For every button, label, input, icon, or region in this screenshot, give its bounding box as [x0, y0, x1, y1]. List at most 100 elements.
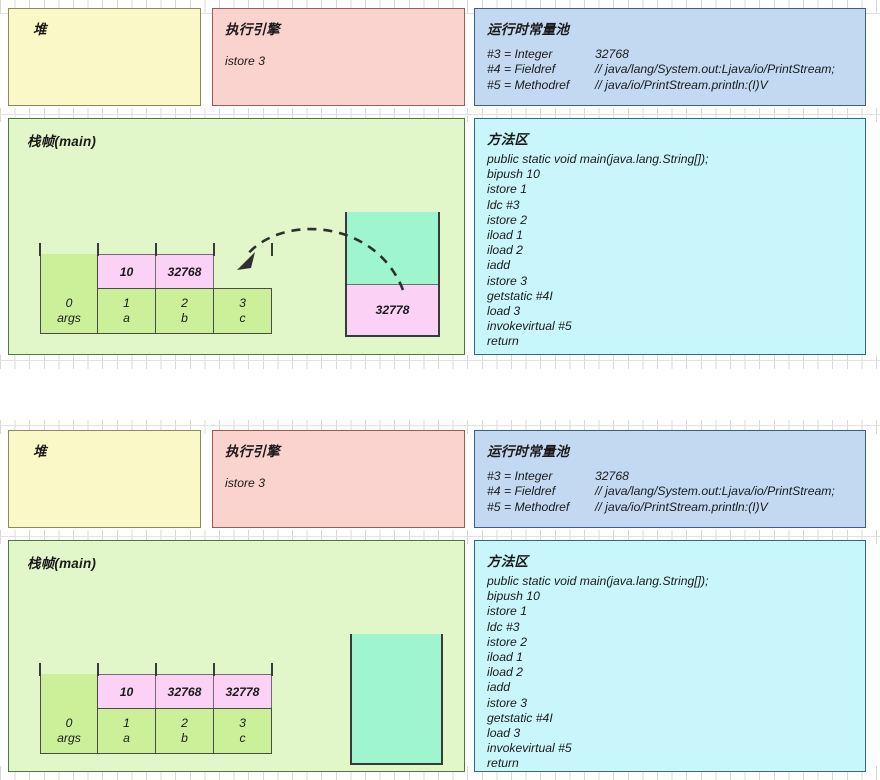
operand-stack-cell: 32778: [347, 284, 438, 335]
current-instruction: istore 3: [225, 54, 265, 68]
heap-title: 堆: [33, 444, 47, 459]
operand-stack-after: [350, 634, 443, 765]
constant-pool-entry: #5 = Methodref // java/io/PrintStream.pr…: [487, 78, 853, 93]
method-area-panel-after: 方法区 public static void main(java.lang.St…: [474, 540, 866, 772]
constant-pool-entries-before: #3 = Integer 32768 #4 = Fieldref // java…: [487, 47, 853, 93]
method-area-title: 方法区: [487, 132, 529, 147]
runtime-constant-pool-panel-after: 运行时常量池 #3 = Integer 32768 #4 = Fieldref …: [474, 430, 866, 528]
constant-pool-value: // java/lang/System.out:Ljava/io/PrintSt…: [595, 62, 835, 77]
lvt-slot-value: [214, 254, 272, 288]
operand-stack-before: 32778: [345, 212, 440, 337]
bytecode-line: ldc #3: [487, 619, 520, 634]
lvt-slot-index: 2: [181, 716, 188, 730]
stack-frame-title: 栈帧(main): [27, 556, 97, 571]
lvt-divider-tick: [155, 243, 157, 256]
grid-line: [0, 360, 880, 361]
lvt-slot-value: [40, 254, 98, 288]
lvt-slot-name: b: [181, 731, 188, 745]
constant-pool-entry: #3 = Integer 32768: [487, 47, 853, 62]
lvt-slot-value: 32778: [214, 674, 272, 708]
constant-pool-key: #5 = Methodref: [487, 77, 570, 92]
execution-engine-panel-after: 执行引擎 istore 3: [212, 430, 465, 528]
constant-pool-key: #4 = Fieldref: [487, 62, 556, 77]
bytecode-line: load 3: [487, 726, 521, 741]
lvt-slot-name: args: [57, 730, 81, 745]
lvt-slot-3: 32778 3 c: [213, 663, 273, 754]
runtime-constant-pool-panel-before: 运行时常量池 #3 = Integer 32768 #4 = Fieldref …: [474, 8, 866, 106]
execution-engine-title: 执行引擎: [225, 444, 280, 459]
lvt-divider-tick: [97, 663, 99, 676]
local-variable-table-after: 0 args 10 1 a 32768 2 b 32778 3 c: [39, 663, 273, 754]
heap-panel-after: 堆: [8, 430, 201, 528]
operand-stack-empty-space: [347, 212, 438, 284]
lvt-slot-0: 0 args: [39, 663, 98, 754]
bytecode-listing-before: public static void main(java.lang.String…: [487, 152, 853, 350]
lvt-slot-name: c: [239, 731, 246, 745]
lvt-slot-index-cell: 0 args: [40, 708, 98, 754]
lvt-slot-index: 1: [123, 296, 130, 310]
lvt-divider-tick: [155, 663, 157, 676]
lvt-slot-name: args: [57, 310, 81, 325]
lvt-slot-name: a: [123, 731, 130, 745]
method-area-title: 方法区: [487, 554, 529, 569]
constant-pool-key: #5 = Methodref: [487, 499, 570, 514]
constant-pool-entry: #4 = Fieldref // java/lang/System.out:Lj…: [487, 62, 853, 77]
constant-pool-key: #3 = Integer: [487, 47, 553, 61]
heap-panel-before: 堆: [8, 8, 201, 106]
lvt-slot-index-cell: 2 b: [156, 708, 214, 754]
bytecode-line: ldc #3: [487, 197, 520, 212]
lvt-slot-index-cell: 2 b: [156, 288, 214, 334]
lvt-divider-tick: [39, 663, 41, 676]
bytecode-line: getstatic #4I: [487, 288, 553, 303]
lvt-slot-index: 2: [181, 296, 188, 310]
lvt-slot-1: 10 1 a: [97, 243, 156, 334]
lvt-slot-index-cell: 1 a: [98, 708, 156, 754]
bytecode-line: iload 2: [487, 665, 523, 680]
constant-pool-value: // java/io/PrintStream.println:(I)V: [595, 499, 768, 514]
bytecode-line: istore 2: [487, 634, 527, 649]
lvt-slot-value: 10: [98, 674, 156, 708]
bytecode-line: public static void main(java.lang.String…: [487, 574, 709, 588]
bytecode-line: return: [487, 756, 519, 771]
constant-pool-key: #4 = Fieldref: [487, 484, 556, 499]
lvt-divider-tick: [39, 243, 41, 256]
lvt-slot-name: c: [239, 311, 246, 325]
stack-frame-title: 栈帧(main): [27, 134, 97, 149]
runtime-constant-pool-title: 运行时常量池: [487, 444, 570, 459]
bytecode-line: iadd: [487, 680, 511, 695]
lvt-slot-3: 3 c: [213, 243, 273, 334]
constant-pool-value: // java/lang/System.out:Ljava/io/PrintSt…: [595, 484, 835, 499]
bytecode-line: istore 2: [487, 212, 527, 227]
bytecode-line: invokevirtual #5: [487, 319, 572, 334]
lvt-divider-tick: [213, 243, 215, 256]
lvt-divider-tick: [271, 243, 273, 256]
bytecode-line: iload 1: [487, 650, 523, 665]
method-area-panel-before: 方法区 public static void main(java.lang.St…: [474, 118, 866, 355]
bytecode-line: istore 3: [487, 695, 527, 710]
bytecode-line: getstatic #4I: [487, 710, 553, 725]
lvt-slot-1: 10 1 a: [97, 663, 156, 754]
execution-engine-title: 执行引擎: [225, 22, 280, 37]
constant-pool-entries-after: #3 = Integer 32768 #4 = Fieldref // java…: [487, 469, 853, 515]
constant-pool-entry: #3 = Integer 32768: [487, 469, 853, 484]
grid-line: [0, 425, 880, 426]
bytecode-line: istore 1: [487, 604, 527, 619]
lvt-divider-tick: [213, 663, 215, 676]
lvt-slot-value: 32768: [156, 254, 214, 288]
constant-pool-key: #3 = Integer: [487, 469, 553, 483]
bytecode-line: istore 3: [487, 273, 527, 288]
lvt-slot-index: 0: [65, 295, 73, 310]
bytecode-line: bipush 10: [487, 167, 540, 182]
constant-pool-entry: #5 = Methodref // java/io/PrintStream.pr…: [487, 500, 853, 515]
bytecode-line: invokevirtual #5: [487, 741, 572, 756]
lvt-slot-index-cell: 3 c: [214, 708, 272, 754]
lvt-slot-value: 10: [98, 254, 156, 288]
bytecode-listing-after: public static void main(java.lang.String…: [487, 574, 853, 772]
lvt-slot-index: 3: [239, 296, 246, 310]
lvt-slot-index: 1: [123, 716, 130, 730]
heap-title: 堆: [33, 22, 47, 37]
lvt-divider-tick: [97, 243, 99, 256]
lvt-slot-index-cell: 0 args: [40, 288, 98, 334]
lvt-slot-index: 0: [65, 715, 73, 730]
lvt-slot-name: b: [181, 311, 188, 325]
